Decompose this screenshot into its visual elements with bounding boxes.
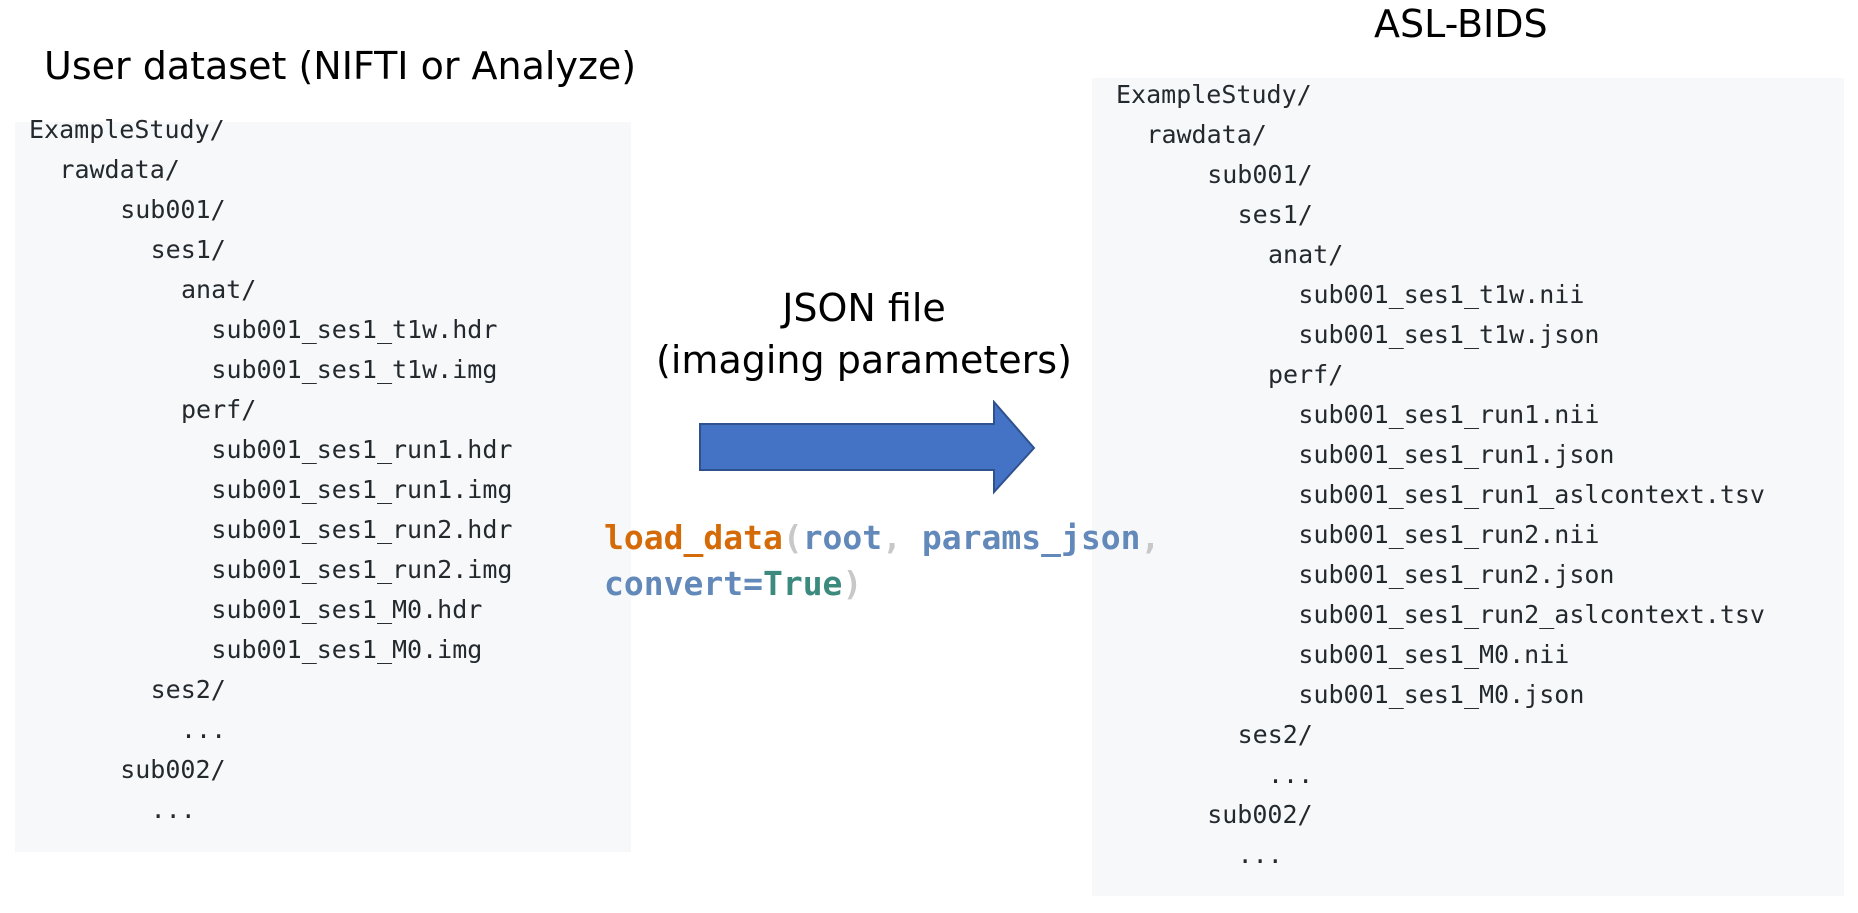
tree-entry: sub001/ <box>1207 160 1313 189</box>
tree-entry: sub001_ses1_M0.nii <box>1298 640 1570 669</box>
code-arg-root: root <box>802 518 883 557</box>
tree-entry: sub001_ses1_run2.nii <box>1298 520 1600 549</box>
bids-dataset-title: ASL-BIDS <box>1374 2 1548 46</box>
tree-entry: ... <box>181 715 227 744</box>
tree-entry: rawdata/ <box>59 155 180 184</box>
tree-entry: ses2/ <box>150 675 226 704</box>
tree-entry: sub002/ <box>120 755 226 784</box>
tree-entry: ExampleStudy/ <box>1116 80 1312 109</box>
tree-entry: ... <box>150 795 196 824</box>
tree-entry: sub001_ses1_M0.img <box>211 635 483 664</box>
tree-entry: sub001_ses1_run2.json <box>1298 560 1615 589</box>
code-keyword-convert: convert <box>604 564 744 603</box>
tree-entry: sub001_ses1_run1.img <box>211 475 513 504</box>
code-close-paren: ) <box>842 564 863 603</box>
tree-entry: sub001_ses1_t1w.nii <box>1298 280 1585 309</box>
tree-entry: sub001_ses1_M0.hdr <box>211 595 483 624</box>
code-separator: , <box>1140 518 1161 557</box>
code-keyword-value: True <box>762 564 843 603</box>
load-data-call-continued: convert=True) <box>604 561 862 607</box>
code-equals: = <box>743 564 763 603</box>
tree-entry: perf/ <box>181 395 257 424</box>
tree-entry: sub001_ses1_run1_aslcontext.tsv <box>1298 480 1765 509</box>
tree-entry: ... <box>1268 760 1314 789</box>
tree-entry: ses1/ <box>150 235 226 264</box>
tree-entry: sub001_ses1_run2_aslcontext.tsv <box>1298 600 1765 629</box>
imaging-parameters-label: (imaging parameters) <box>656 338 1072 382</box>
tree-entry: sub001_ses1_run1.json <box>1298 440 1615 469</box>
tree-entry: sub001_ses1_M0.json <box>1298 680 1585 709</box>
source-file-tree: ExampleStudy/rawdata/sub001/ses1/anat/su… <box>15 115 631 852</box>
tree-entry: ses1/ <box>1237 200 1313 229</box>
tree-entry: ... <box>1237 840 1283 869</box>
tree-entry: sub002/ <box>1207 800 1313 829</box>
bids-file-tree: ExampleStudy/rawdata/sub001/ses1/anat/su… <box>1092 78 1844 896</box>
tree-entry: ExampleStudy/ <box>29 115 225 144</box>
source-dataset-title: User dataset (NIFTI or Analyze) <box>44 44 637 88</box>
tree-entry: perf/ <box>1268 360 1344 389</box>
tree-entry: sub001_ses1_run2.img <box>211 555 513 584</box>
tree-entry: ses2/ <box>1237 720 1313 749</box>
tree-entry: sub001_ses1_run2.hdr <box>211 515 513 544</box>
code-function-name: load_data <box>604 518 783 557</box>
tree-entry: sub001_ses1_t1w.img <box>211 355 498 384</box>
tree-entry: sub001_ses1_t1w.json <box>1298 320 1600 349</box>
tree-entry: sub001_ses1_t1w.hdr <box>211 315 498 344</box>
conversion-arrow-icon <box>699 400 1036 495</box>
tree-entry: anat/ <box>181 275 257 304</box>
load-data-call: load_data(root, params_json, <box>604 515 1160 561</box>
code-arg-params-json: params_json <box>921 518 1141 557</box>
tree-entry: sub001_ses1_run1.hdr <box>211 435 513 464</box>
code-separator: , <box>882 518 922 557</box>
tree-entry: sub001_ses1_run1.nii <box>1298 400 1600 429</box>
tree-entry: rawdata/ <box>1146 120 1267 149</box>
code-open-paren: ( <box>782 518 803 557</box>
json-file-label: JSON file <box>782 286 946 330</box>
tree-entry: sub001/ <box>120 195 226 224</box>
tree-entry: anat/ <box>1268 240 1344 269</box>
